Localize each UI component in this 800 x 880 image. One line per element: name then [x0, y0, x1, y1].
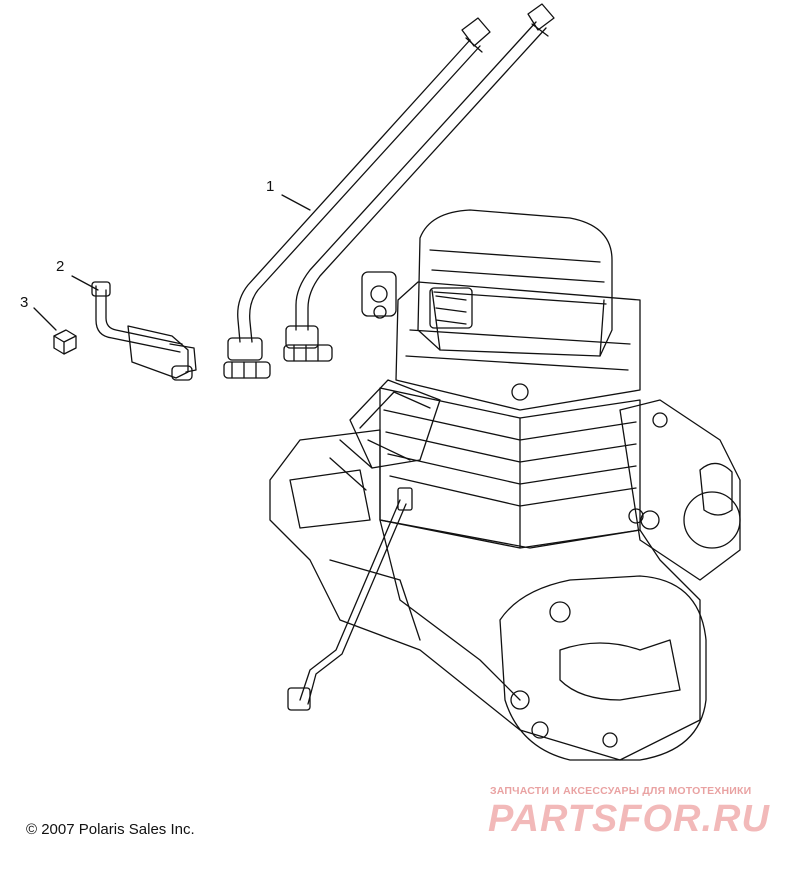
spark-plug-wire-left — [223, 17, 491, 379]
vent-hose-assembly — [91, 281, 197, 381]
callout-1: 1 — [266, 178, 275, 195]
copyright-text: © 2007 Polaris Sales Inc. — [26, 821, 195, 838]
callout-2: 2 — [56, 258, 65, 275]
engine-block — [269, 209, 741, 761]
spark-plug-wire-right — [283, 3, 555, 362]
leader-line-2 — [71, 275, 99, 291]
callout-3: 3 — [20, 294, 29, 311]
watermark-tagline: ЗАПЧАСТИ И АКСЕССУАРЫ ДЛЯ МОТОТЕХНИКИ — [490, 785, 752, 797]
leader-line-3 — [33, 307, 57, 331]
leader-line-1 — [281, 194, 311, 211]
watermark-logo: PARTSFOR.RU — [488, 798, 770, 840]
fastener-screw — [53, 329, 77, 355]
